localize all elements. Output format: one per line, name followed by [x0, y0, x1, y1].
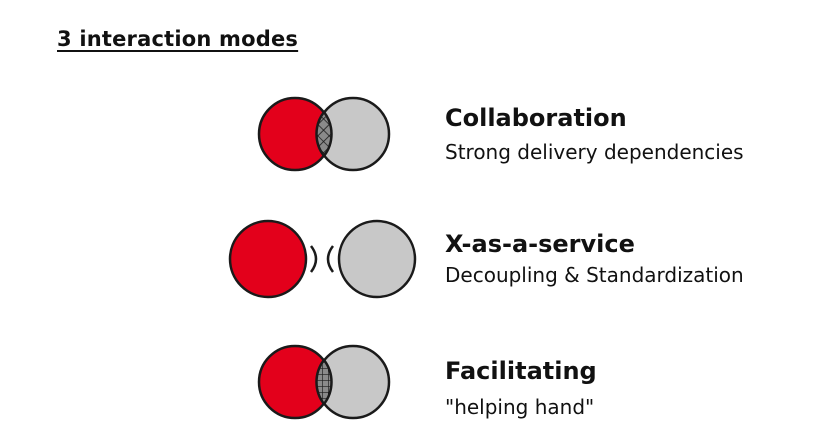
- mode-name-x-as-a-service: X-as-a-service: [445, 230, 635, 258]
- collaboration-icon: [257, 96, 391, 172]
- service-bracket-icon: [309, 245, 318, 273]
- mode-description-x-as-a-service: Decoupling & Standardization: [445, 263, 744, 287]
- mode-name-collaboration: Collaboration: [445, 104, 627, 132]
- page-title: 3 interaction modes: [57, 27, 299, 51]
- facilitating-icon: [257, 344, 391, 420]
- mode-description-facilitating: "helping hand": [445, 395, 595, 419]
- team-a-circle: [228, 219, 308, 299]
- mode-description-collaboration: Strong delivery dependencies: [445, 140, 744, 164]
- mode-name-facilitating: Facilitating: [445, 357, 597, 385]
- x-as-a-service-icon: [228, 219, 417, 299]
- service-bracket-icon: [326, 245, 335, 273]
- team-b-circle: [337, 219, 417, 299]
